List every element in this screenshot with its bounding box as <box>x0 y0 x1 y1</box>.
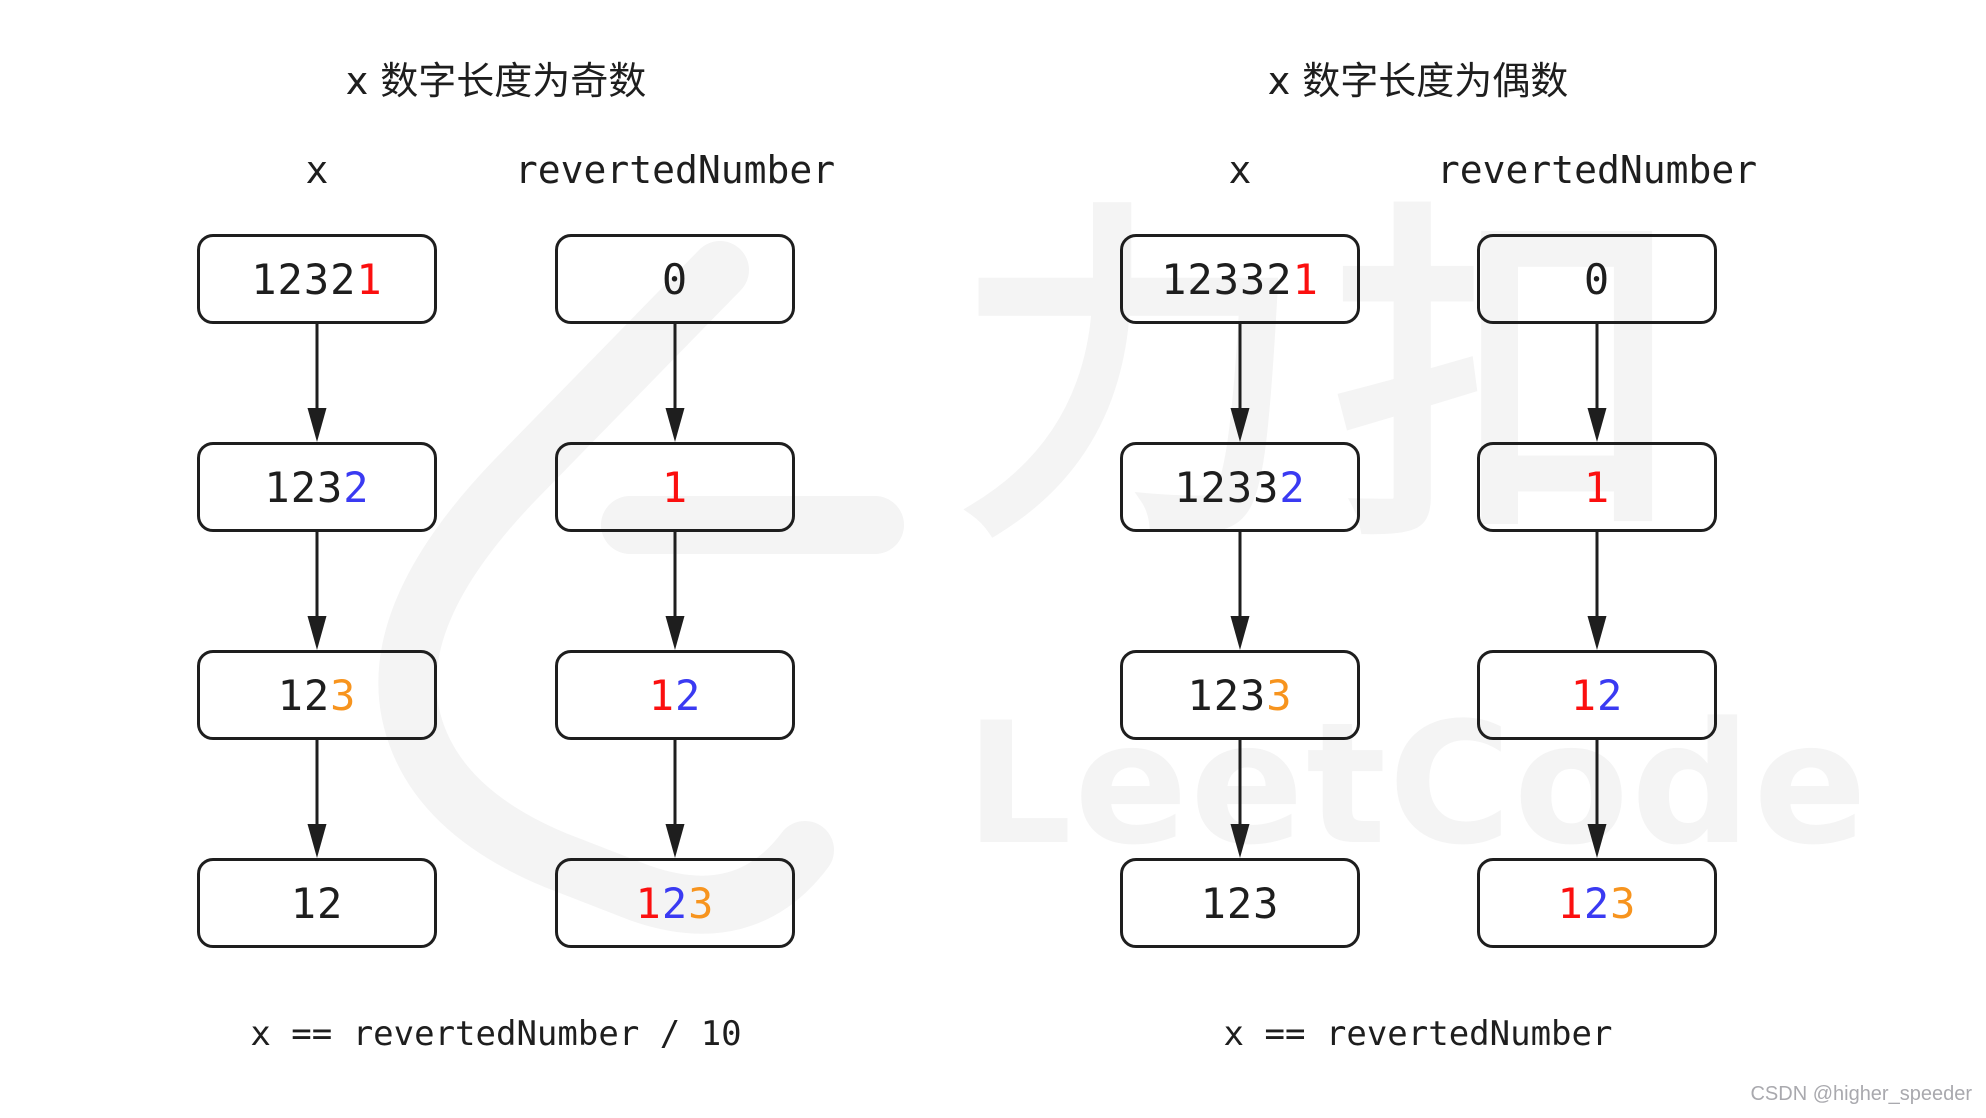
down-arrow <box>665 740 685 858</box>
section-formula-odd: x == revertedNumber / 10 <box>250 1014 742 1054</box>
down-arrow <box>1587 532 1607 650</box>
digit-segment: 0 <box>1583 254 1611 304</box>
down-arrow <box>1230 532 1250 650</box>
digit-segment: 12332 <box>1161 254 1293 304</box>
leetcode-logo-icon <box>378 241 904 934</box>
down-arrow <box>1230 740 1250 858</box>
digit-segment: 1 <box>1557 878 1584 928</box>
digit-segment: 2 <box>1597 670 1624 720</box>
digit-segment: 12 <box>290 878 344 928</box>
digit-segment: 1 <box>1292 254 1319 304</box>
value-box: 0 <box>1477 234 1717 324</box>
section-formula-even: x == revertedNumber <box>1223 1014 1613 1054</box>
down-arrow <box>1230 324 1250 442</box>
digit-segment: 2 <box>675 670 702 720</box>
column-header: revertedNumber <box>514 148 836 192</box>
digit-segment: 2 <box>1279 462 1306 512</box>
watermark-english-text: LeetCode <box>965 686 1870 882</box>
section-title-even: x 数字长度为偶数 <box>1267 59 1569 103</box>
digit-segment: 1 <box>1570 670 1597 720</box>
digit-segment: 1 <box>648 670 675 720</box>
digit-segment: 123 <box>1200 878 1280 928</box>
column-header: revertedNumber <box>1436 148 1758 192</box>
section-title-odd: x 数字长度为奇数 <box>345 59 647 103</box>
down-arrow <box>1587 324 1607 442</box>
digit-segment: 2 <box>661 878 689 928</box>
down-arrow <box>307 740 327 858</box>
digit-segment: 123 <box>264 462 344 512</box>
digit-segment: 1233 <box>1174 462 1280 512</box>
digit-segment: 3 <box>1266 670 1293 720</box>
column-header: x <box>1228 148 1252 192</box>
digit-segment: 1 <box>635 878 662 928</box>
digit-segment: 1232 <box>251 254 357 304</box>
digit-segment: 1 <box>661 462 689 512</box>
digit-segment: 1 <box>356 254 383 304</box>
down-arrow <box>307 324 327 442</box>
digit-segment: 3 <box>330 670 357 720</box>
down-arrow <box>307 532 327 650</box>
digit-segment: 2 <box>1583 878 1611 928</box>
value-box: 123 <box>1120 858 1360 948</box>
digit-segment: 0 <box>661 254 689 304</box>
value-box: 0 <box>555 234 795 324</box>
value-box: 1 <box>555 442 795 532</box>
value-box: 1 <box>1477 442 1717 532</box>
digit-segment: 1 <box>1583 462 1611 512</box>
column-header: x <box>305 148 329 192</box>
digit-segment: 2 <box>343 462 370 512</box>
value-box: 12 <box>197 858 437 948</box>
down-arrow <box>665 532 685 650</box>
down-arrow <box>1587 740 1607 858</box>
digit-segment: 3 <box>1610 878 1637 928</box>
credit-text: CSDN @higher_speeder <box>1750 1083 1972 1105</box>
down-arrow <box>665 324 685 442</box>
digit-segment: 123 <box>1187 670 1267 720</box>
digit-segment: 3 <box>688 878 715 928</box>
digit-segment: 12 <box>277 670 331 720</box>
